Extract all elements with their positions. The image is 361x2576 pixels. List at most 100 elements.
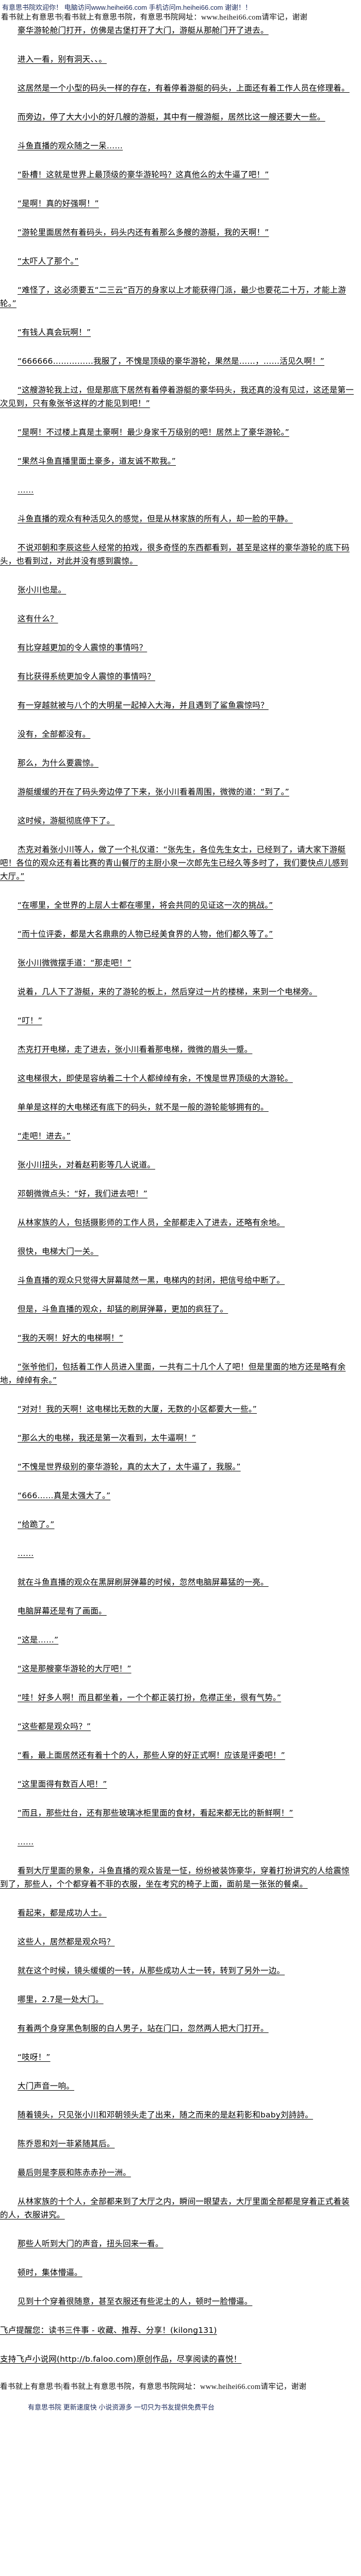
paragraph-text: 大门声音一响。 xyxy=(18,2081,74,2091)
paragraph-text: 这时候，游艇彻底停下了。 xyxy=(18,816,115,825)
paragraph-text: 就在这个时候，镜头缓缓的一转，从那些成功人士一转，转到了另外一边。 xyxy=(18,1966,285,1975)
paragraph: “卧槽！这就是世界上最顶级的豪华游轮吗？这真他么的太牛逼了吧！” xyxy=(0,168,356,181)
chapter-content: 豪华游轮舱门打开，仿佛是古堡打开了大门，游艇从那舱门开了进去。进入一看，别有洞天… xyxy=(0,24,356,2411)
paragraph-text: “是啊！不过楼上真是土豪啊！最少身家千万级别的吧！居然上了豪华游轮。” xyxy=(18,428,289,437)
paragraph: 邓朝微微点头：“好，我们进去吧！” xyxy=(0,1187,356,1200)
paragraph: “叮！” xyxy=(0,1014,356,1027)
paragraph: 没有，全部都没有。 xyxy=(0,727,356,741)
paragraph: “果然斗鱼直播里面土豪多，道友诚不欺我。” xyxy=(0,454,356,468)
paragraph-text: 张小川也是。 xyxy=(18,585,67,595)
paragraph: 这电梯很大，即使是容纳着二十个人都绰绰有余，不愧是世界顶级的大游轮。 xyxy=(0,1072,356,1085)
paragraph: 这时候，游艇彻底停下了。 xyxy=(0,814,356,827)
paragraph-text: 张小川扭头，对着赵莉影等几人说道。 xyxy=(18,1160,155,1170)
paragraph: 就在斗鱼直播的观众在黑屏刷屏弹幕的时候，忽然电脑屏幕猛的一亮。 xyxy=(0,1575,356,1589)
paragraph: “这里面得有数百人吧！” xyxy=(0,1777,356,1791)
paragraph: 有比获得系统更加令人震惊的事情吗？ xyxy=(0,670,356,683)
paragraph-text: 邓朝微微点头：“好，我们进去吧！” xyxy=(18,1189,147,1198)
paragraph: 张小川微微摆手道：“那走吧！” xyxy=(0,956,356,970)
paragraph-text: 就在斗鱼直播的观众在黑屏刷屏弹幕的时候，忽然电脑屏幕猛的一亮。 xyxy=(18,1578,269,1587)
paragraph: 这居然是一个小型的码头一样的存在，有着停着游艇的码头，上面还有着工作人员在修理着… xyxy=(0,81,356,95)
paragraph: 看起来，都是成功人士。 xyxy=(0,1906,356,1920)
paragraph: “666……真是太强大了。” xyxy=(0,1489,356,1502)
paragraph-text: “给跪了。” xyxy=(18,1520,55,1529)
paragraph-text: “对对！我的天啊！这电梯比无数的大厦，无数的小区都要大一些。” xyxy=(18,1404,257,1414)
paragraph: “难怪了，这必须要五“二三云”百万的身家以上才能获得门派，最少也要花二十万，才能… xyxy=(0,283,356,310)
paragraph-text: 那些人听到大门的声音，扭头回来一看。 xyxy=(18,2239,163,2248)
paragraph-text: 那么，为什么要震惊。 xyxy=(18,758,99,768)
paragraph-text: 顿时，集体懵逼。 xyxy=(18,2268,83,2277)
paragraph-text: “而十位评委，都是大名鼎鼎的人物已经美食界的人物，他们都久等了。” xyxy=(18,929,273,939)
paragraph-text: “走吧！进去。” xyxy=(18,1131,71,1141)
paragraph: “这是……” xyxy=(0,1633,356,1647)
paragraph: 杰克对着张小川等人，做了一个礼仪道：“张先生，各位先生女士，已经到了，请大家下游… xyxy=(0,843,356,883)
paragraph: 游艇缓缓的开在了码头旁边停了下来，张小川看着周围，微微的道：“到了。” xyxy=(0,785,356,799)
paragraph: “666666……………我服了，不愧是顶级的豪华游轮，果然是……，……活见久啊！… xyxy=(0,354,356,368)
paragraph: 有一穿越就被与八个的大明星一起掉入大海，并且遇到了鲨鱼震惊吗？ xyxy=(0,699,356,712)
paragraph-text: “不愧是世界级别的豪华游轮，真的太大了，太牛逼了，我服。” xyxy=(18,1462,241,1471)
paragraph: 随着镜头，只见张小川和邓朝领头走了出来，随之而来的是赵莉影和baby刘詩詩。 xyxy=(0,2108,356,2122)
paragraph-text: 不说邓朝和李辰这些人经常的拍戏，很多奇怪的东西都看到，甚至是这样的豪华游轮的底下… xyxy=(0,543,350,566)
paragraph: 斗鱼直播的观众有种活见久的感觉，但是从林家族的所有人，却一脸的平静。 xyxy=(0,512,356,526)
paragraph: “我的天啊！好大的电梯啊！” xyxy=(0,1331,356,1345)
paragraph: “是啊！真的好强啊！” xyxy=(0,197,356,210)
footer-ad-line: 看书就上有意思书|看书就上有意思书院，有意思书院网址：www.heihei66.… xyxy=(0,2383,307,2391)
paragraph: 张小川也是。 xyxy=(0,583,356,597)
paragraph: 这些人，居然都是观众吗？ xyxy=(0,1935,356,1948)
paragraph-text: 看到大厅里面的景象，斗鱼直播的观众皆是一怔，纷纷被装饰豪华，穿着打扮讲究的人给震… xyxy=(0,1866,350,1889)
paragraph: 杰克打开电梯，走了进去，张小川看着那电梯，微微的眉头一蹙。 xyxy=(0,1043,356,1056)
paragraph: 电脑屏幕还是有了画面。 xyxy=(0,1604,356,1618)
promo-note: 飞卢提醒您：读书三件事 - 收藏、推荐、分享！(kilong131) xyxy=(0,2324,356,2337)
paragraph-text: …… xyxy=(18,1837,34,1846)
paragraph: 进入一看，别有洞天、、。 xyxy=(0,53,356,66)
paragraph-text: 斗鱼直播的观众随之一呆…… xyxy=(18,141,123,150)
paragraph-text: “太吓人了那个。” xyxy=(18,257,79,266)
paragraph-text: “那么大的电梯，我还是第一次看到，太牛逼啊！” xyxy=(18,1433,196,1443)
paragraph: 这有什么？ xyxy=(0,612,356,625)
paragraph-text: “有钱人真会玩啊！” xyxy=(18,328,91,337)
paragraph-text: 有一穿越就被与八个的大明星一起掉入大海，并且遇到了鲨鱼震惊吗？ xyxy=(18,701,269,710)
paragraph-text: 很快，电梯大门一关。 xyxy=(18,1247,99,1256)
paragraph: 说着，几人下了游艇，来的了游轮的板上，然后穿过一片的楼梯，来到一个电梯旁。 xyxy=(0,985,356,998)
paragraph: 最后则是李辰和陈赤赤孙一洲。 xyxy=(0,2166,356,2179)
paragraph: 那么，为什么要震惊。 xyxy=(0,756,356,770)
paragraph-text: “卧槽！这就是世界上最顶级的豪华游轮吗？这真他么的太牛逼了吧！” xyxy=(18,170,269,179)
paragraph-text: 进入一看，别有洞天、、。 xyxy=(18,55,107,64)
paragraph: “那么大的电梯，我还是第一次看到，太牛逼啊！” xyxy=(0,1431,356,1445)
paragraph-text: 随着镜头，只见张小川和邓朝领头走了出来，随之而来的是赵莉影和baby刘詩詩。 xyxy=(18,2110,313,2120)
paragraph-text: 从林家族的十个人，全部都来到了大厅之内，瞬间一眼望去，大厅里面全部都是穿着正式着… xyxy=(0,2197,350,2219)
promo-note-text: 飞卢提醒您：读书三件事 - 收藏、推荐、分享！(kilong131) xyxy=(0,2326,217,2335)
paragraph-text: “难怪了，这必须要五“二三云”百万的身家以上才能获得门派，最少也要花二十万，才能… xyxy=(0,285,346,308)
paragraph-text: 说着，几人下了游艇，来的了游轮的板上，然后穿过一片的楼梯，来到一个电梯旁。 xyxy=(18,987,317,996)
paragraph-text: “在哪里，全世界的上层人士都在哪里，将会共同的见证这一次的挑战。” xyxy=(18,901,273,910)
paragraph-text: “666……真是太强大了。” xyxy=(18,1491,111,1500)
paragraph: “这是那艘豪华游轮的大厅吧！” xyxy=(0,1662,356,1675)
paragraph-text: 杰克打开电梯，走了进去，张小川看着那电梯，微微的眉头一蹙。 xyxy=(18,1045,253,1054)
paragraph: “不愧是世界级别的豪华游轮，真的太大了，太牛逼了，我服。” xyxy=(0,1460,356,1473)
paragraph: 陈乔恩和刘一菲紧随其后。 xyxy=(0,2137,356,2150)
paragraph-text: “看，最上面居然还有着十个的人，那些人穿的好正式啊！应该是评委吧！” xyxy=(18,1751,285,1760)
site-ad-line: 看书就上有意思书|看书就上有意思书院，有意思书院网址：www.heihei66.… xyxy=(1,13,308,22)
paragraph: “这些都是观众吗？” xyxy=(0,1720,356,1733)
paragraph-text: 有比获得系统更加令人震惊的事情吗？ xyxy=(18,672,155,681)
paragraph: 斗鱼直播的观众只觉得大屏幕陡然一黑，电梯内的封闭，把信号给中断了。 xyxy=(0,1274,356,1287)
paragraph: “是啊！不过楼上真是土豪啊！最少身家千万级别的吧！居然上了豪华游轮。” xyxy=(0,426,356,439)
paragraph-text: 张小川微微摆手道：“那走吧！” xyxy=(18,958,132,968)
paragraph-text: “666666……………我服了，不愧是顶级的豪华游轮，果然是……，……活见久啊！… xyxy=(18,357,324,366)
paragraph-text: 而旁边，停了大大小小的好几艘的游艇，其中有一艘游艇，居然比这一艘还要大一些。 xyxy=(18,112,325,122)
site-welcome-banner: 有意思书院欢迎你！ 电脑访问www.heihei66.com 手机访问m.hei… xyxy=(2,4,252,11)
paragraph-text: 游艇缓缓的开在了码头旁边停了下来，张小川看着周围，微微的道：“到了。” xyxy=(18,787,289,796)
paragraph-text: 斗鱼直播的观众只觉得大屏幕陡然一黑，电梯内的封闭，把信号给中断了。 xyxy=(18,1276,285,1285)
paragraph: 豪华游轮舱门打开，仿佛是古堡打开了大门，游艇从那舱门开了进去。 xyxy=(0,24,356,37)
paragraph: “在哪里，全世界的上层人士都在哪里，将会共同的见证这一次的挑战。” xyxy=(0,899,356,912)
paragraph-text: 有着两个身穿黑色制服的白人男子，站在门口，忽然两人把大门打开。 xyxy=(18,2024,269,2033)
paragraph-text: 电脑屏幕还是有了画面。 xyxy=(18,1606,107,1616)
paragraph: 从林家族的十个人，全部都来到了大厅之内，瞬间一眼望去，大厅里面全部都是穿着正式着… xyxy=(0,2195,356,2222)
paragraph-text: “这是那艘豪华游轮的大厅吧！” xyxy=(18,1664,132,1673)
paragraph-text: “这是……” xyxy=(18,1635,59,1645)
paragraph: “对对！我的天啊！这电梯比无数的大厦，无数的小区都要大一些。” xyxy=(0,1402,356,1416)
paragraph-text: 这电梯很大，即使是容纳着二十个人都绰绰有余，不愧是世界顶级的大游轮。 xyxy=(18,1074,293,1083)
paragraph-text: …… xyxy=(18,485,34,495)
paragraph-text: “这艘游轮我上过，但是那底下居然有着停着游艇的豪华码头，我还真的没有见过，这还是… xyxy=(0,385,354,408)
paragraph: “太吓人了那个。” xyxy=(0,255,356,268)
paragraph-text: 但是，斗鱼直播的观众，却猛的刷屏弹幕，更加的疯狂了。 xyxy=(18,1304,228,1314)
